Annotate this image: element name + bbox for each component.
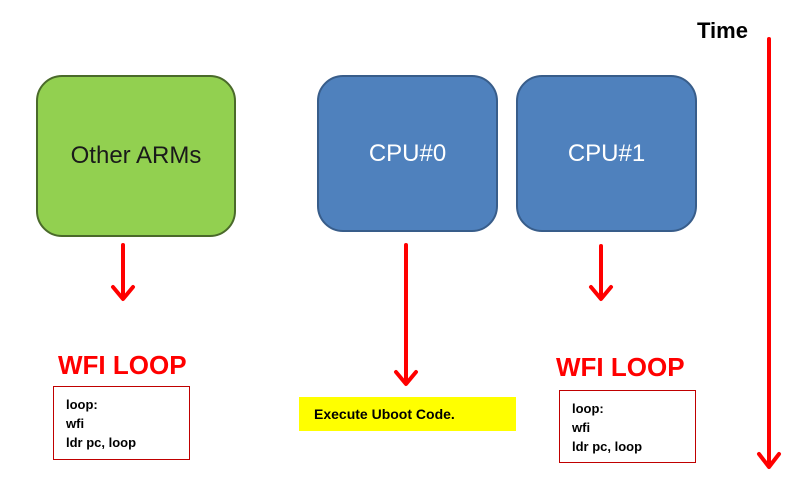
wfi-loop-code-box-left: loop: wfi ldr pc, loop: [53, 386, 190, 460]
time-arrow: [757, 37, 781, 469]
code-line: wfi: [572, 420, 591, 435]
code-line: ldr pc, loop: [572, 439, 643, 454]
execute-uboot-label: Execute Uboot Code.: [299, 397, 516, 431]
cpu0-box: CPU#0: [317, 75, 498, 232]
cpu1-label: CPU#1: [567, 139, 646, 167]
wfi-loop-title-right: WFI LOOP: [556, 352, 685, 382]
code-line: ldr pc, loop: [66, 435, 137, 450]
wfi-loop-code-box-right: loop: wfi ldr pc, loop: [559, 390, 696, 463]
cpu0-arrow: [394, 243, 418, 386]
other-arms-label: Other ARMs: [70, 142, 202, 169]
time-label: Time: [697, 18, 748, 43]
code-line: loop:: [572, 401, 604, 416]
wfi-loop-title-left: WFI LOOP: [58, 350, 187, 380]
other-arms-arrow: [111, 243, 135, 301]
other-arms-box: Other ARMs: [36, 75, 236, 237]
cpu1-box: CPU#1: [516, 75, 697, 232]
execute-uboot-text: Execute Uboot Code.: [314, 406, 455, 422]
code-line: loop:: [66, 397, 98, 412]
cpu1-arrow: [589, 244, 613, 301]
code-line: wfi: [66, 416, 85, 431]
cpu0-label: CPU#0: [368, 139, 447, 167]
